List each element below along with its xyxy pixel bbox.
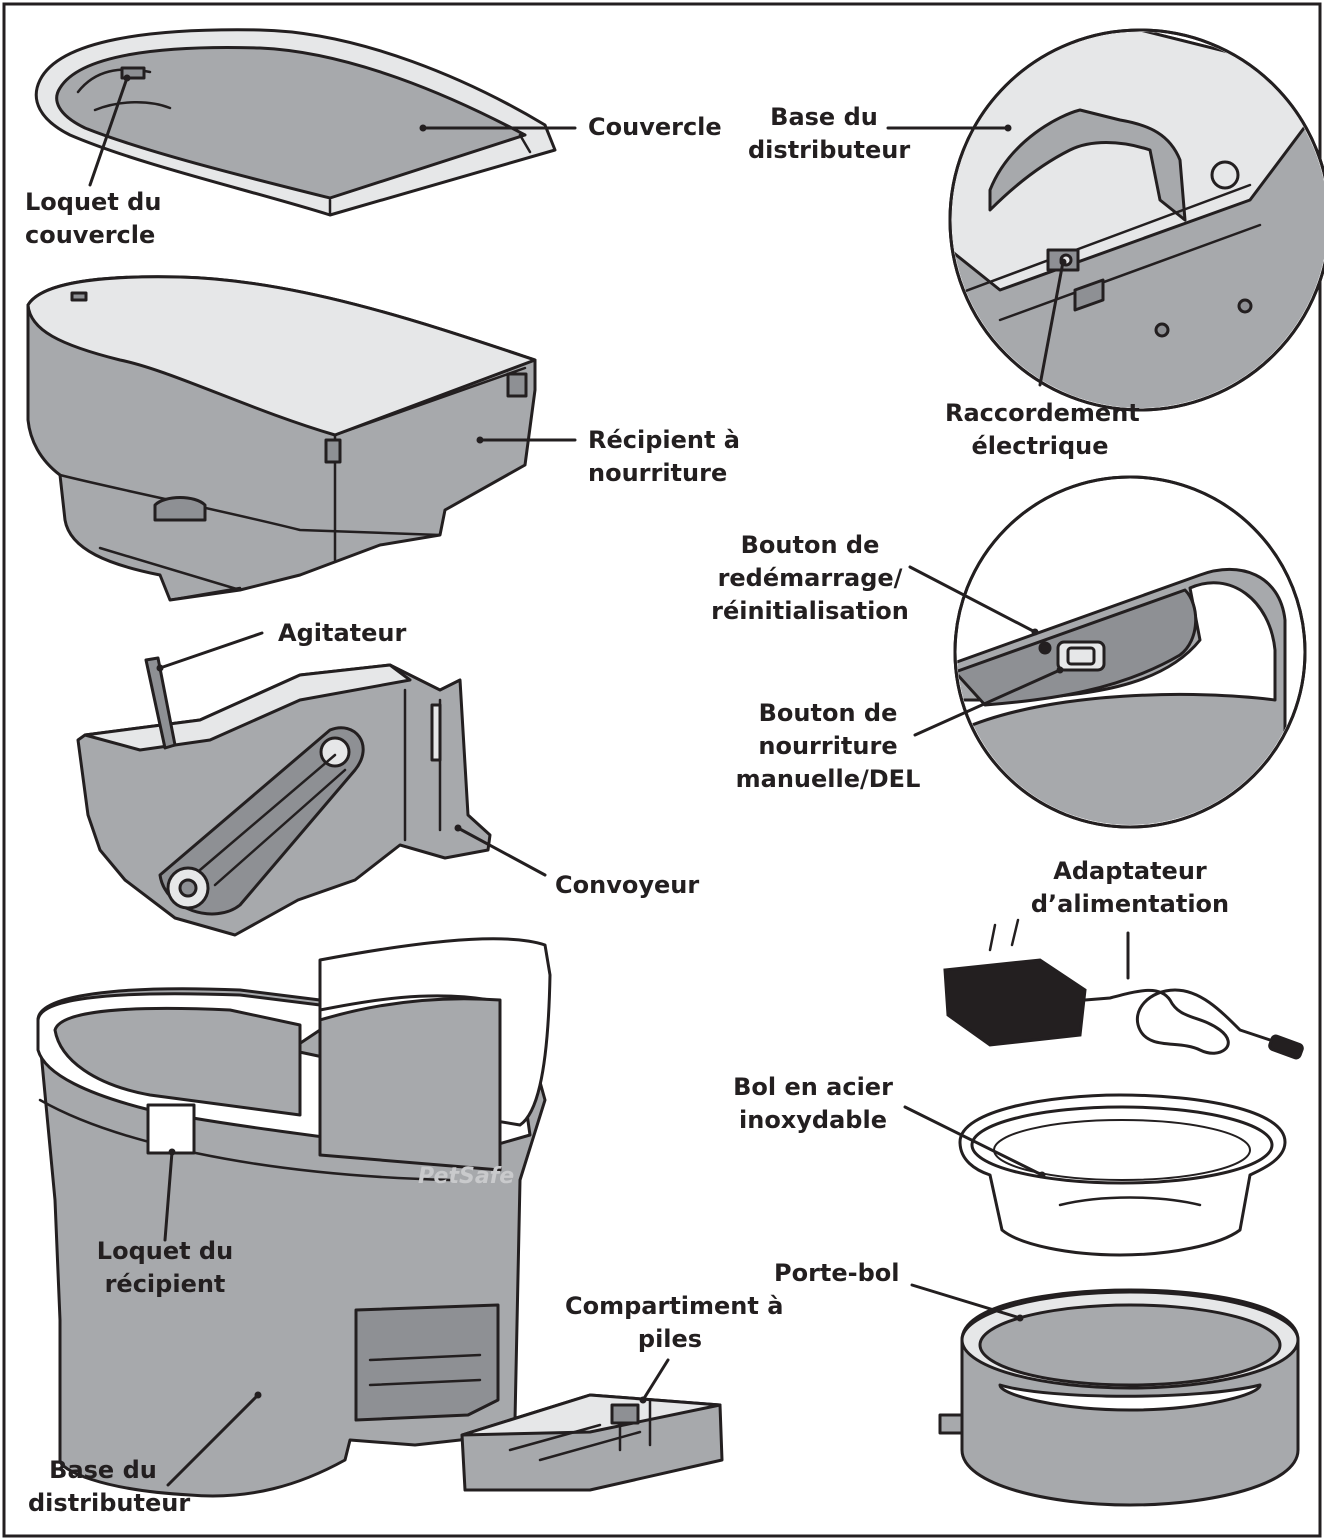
bowl-holder-illustration	[938, 1288, 1300, 1507]
hopper-illustration	[26, 275, 537, 602]
label-adaptateur: Adaptateur d’alimentation	[1030, 857, 1230, 918]
label-bouton-nourriture: Bouton de nourriture manuelle/DEL	[735, 699, 921, 793]
label-convoyeur: Convoyeur	[555, 871, 700, 899]
label-base-distributeur-bottom: Base du distributeur	[28, 1456, 191, 1517]
lid-illustration	[34, 28, 557, 217]
label-loquet-couvercle: Loquet du couvercle	[25, 188, 162, 249]
label-recipient-nourriture: Récipient à nourriture	[588, 426, 741, 487]
label-couvercle: Couvercle	[588, 113, 722, 141]
base-detail-illustration	[948, 28, 1324, 412]
label-base-distributeur-top: Base du distributeur	[748, 103, 911, 164]
brand-mark: PetSafe	[418, 1164, 514, 1189]
label-bol-acier: Bol en acier inoxydable	[733, 1073, 893, 1134]
feeder-base-illustration: PetSafe	[36, 937, 552, 1498]
label-compartiment-piles: Compartiment à piles	[565, 1292, 784, 1353]
label-porte-bol: Porte-bol	[774, 1259, 900, 1287]
battery-compartment-illustration	[460, 1393, 724, 1492]
buttons-detail-illustration	[953, 475, 1307, 829]
label-raccordement-electrique: Raccordement électrique	[945, 399, 1140, 460]
steel-bowl-illustration	[958, 1093, 1287, 1257]
label-loquet-recipient: Loquet du récipient	[96, 1237, 234, 1298]
conveyor-illustration	[76, 656, 492, 937]
power-adapter-illustration	[943, 918, 1304, 1060]
label-bouton-redemarrage: Bouton de redémarrage/ réinitialisation	[711, 531, 909, 625]
label-agitateur: Agitateur	[278, 619, 407, 647]
